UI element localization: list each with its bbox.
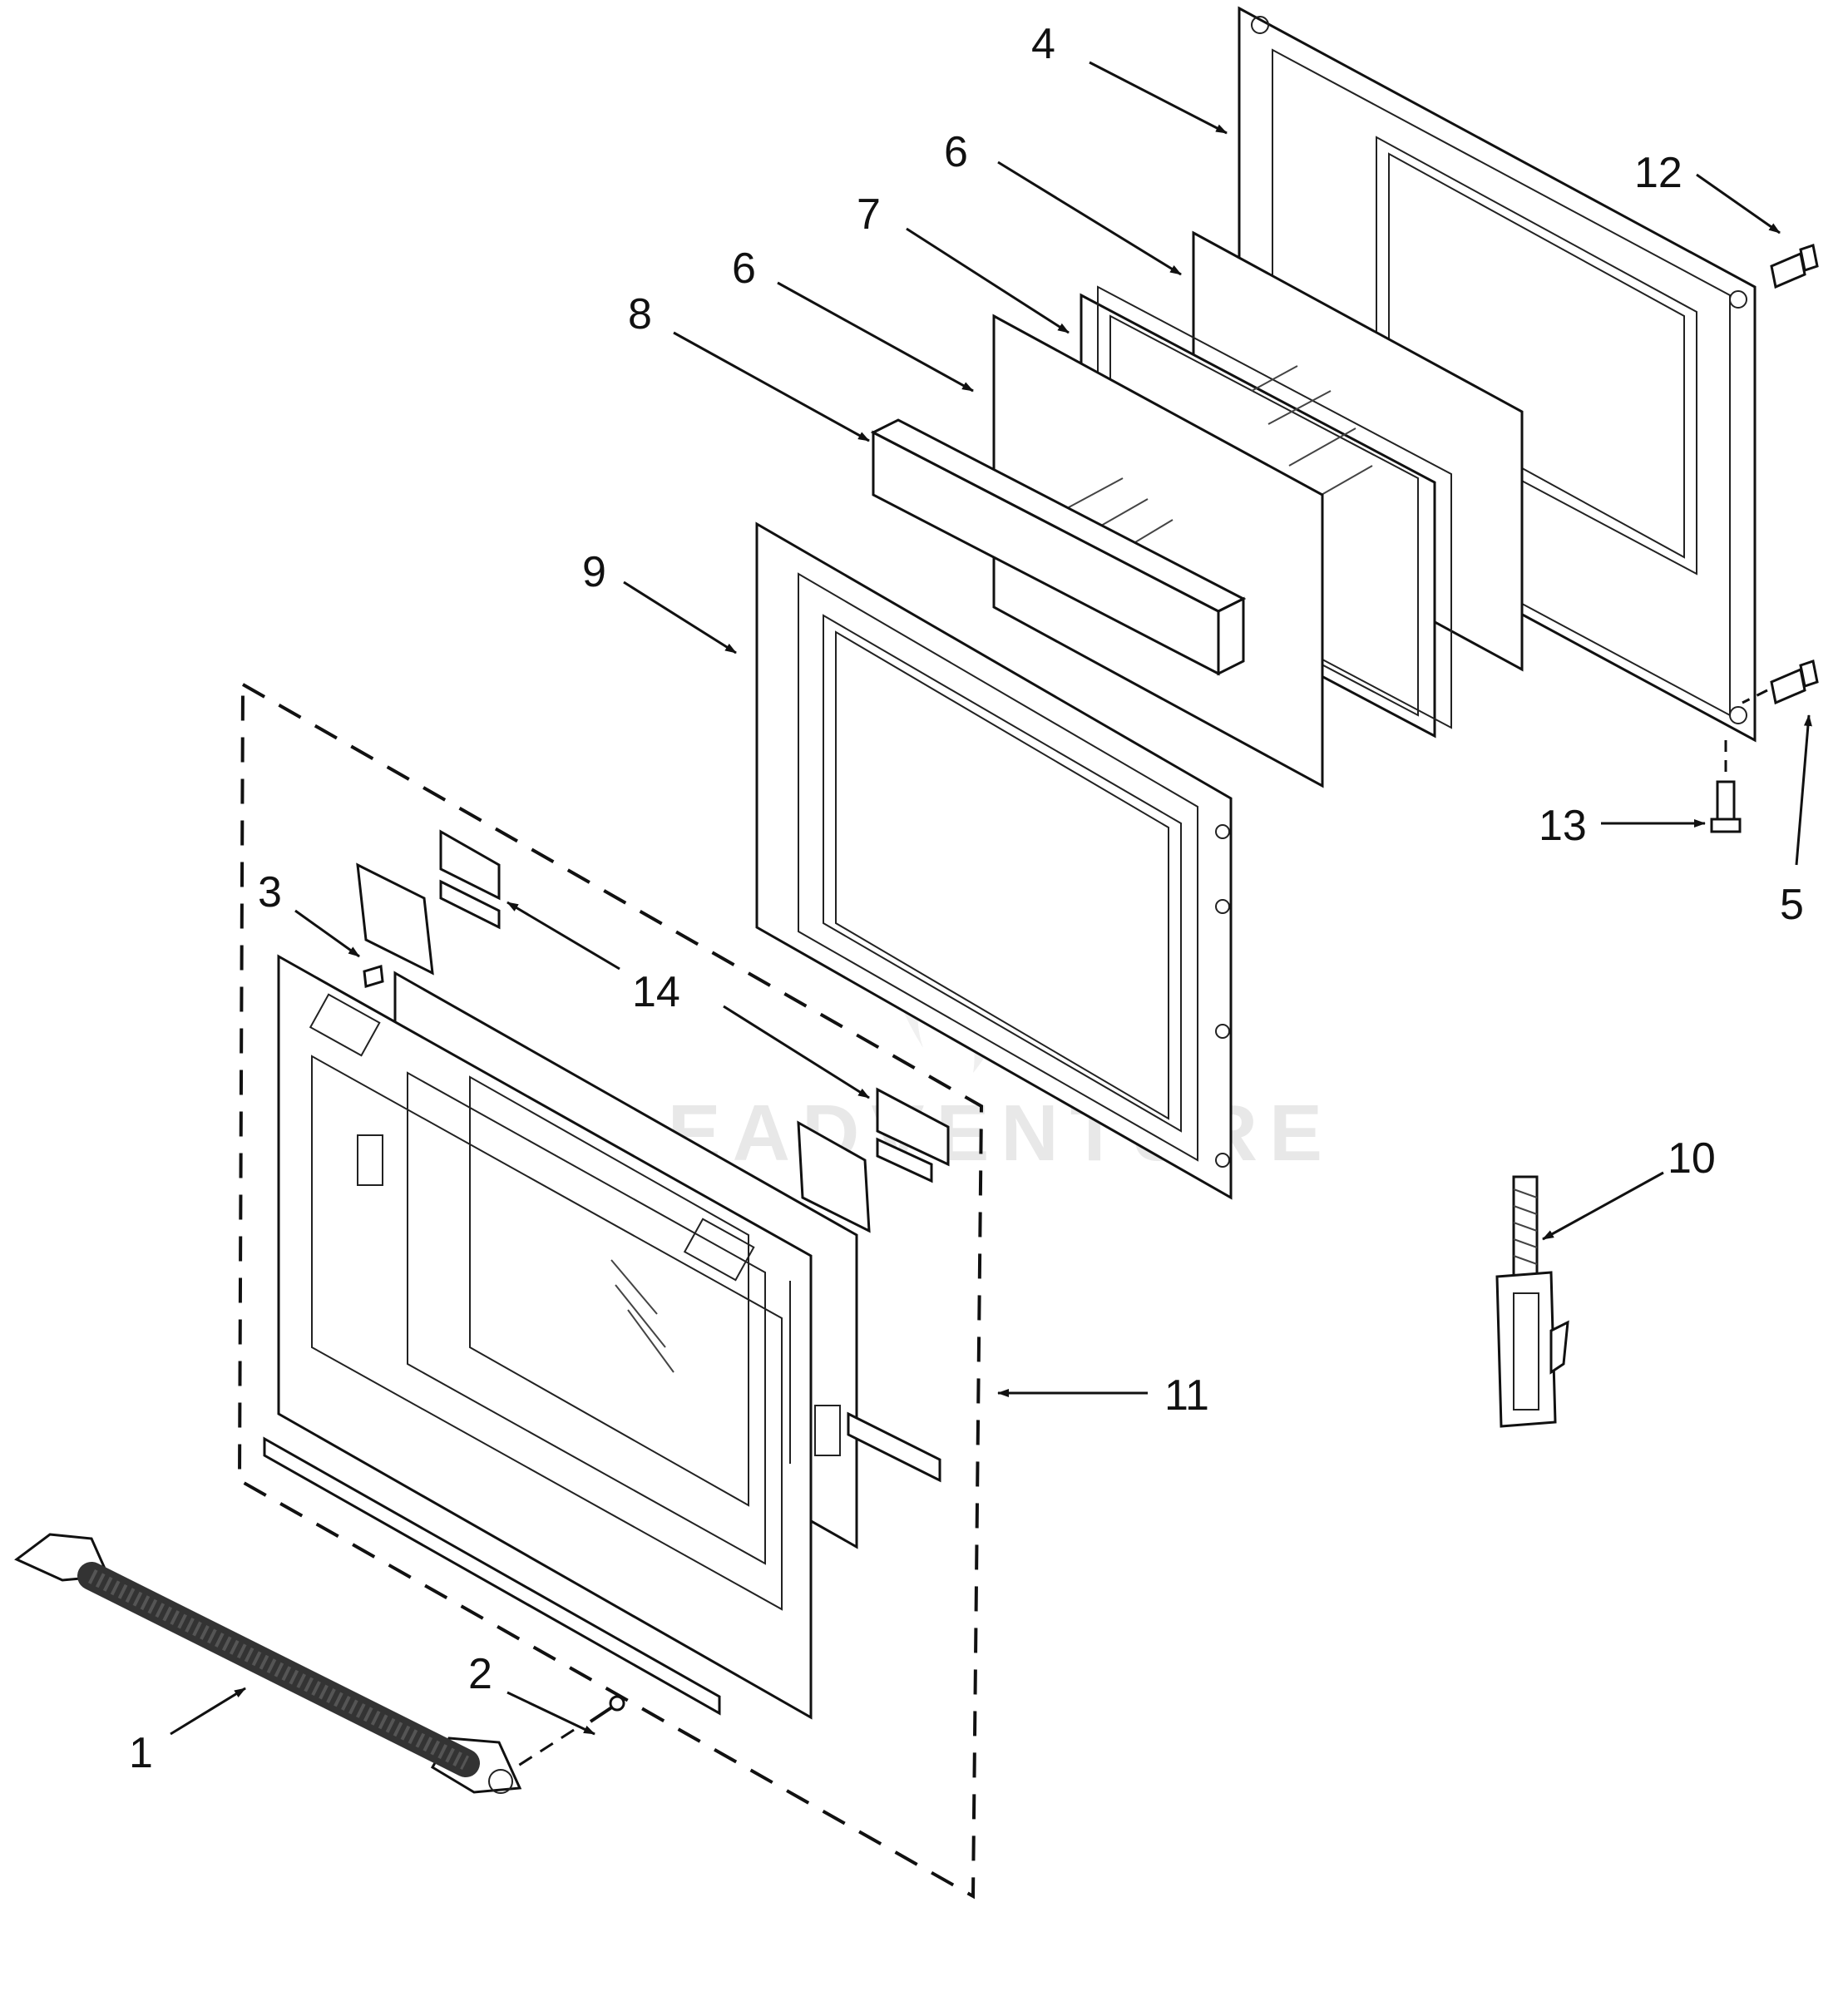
leader-arrows [170,61,1812,1736]
callout-9: 9 [582,548,606,596]
part-8-insulation [870,418,1247,676]
leader-12 [1696,173,1781,235]
callout-14: 14 [632,968,680,1016]
leader-3 [294,909,360,958]
leader-9 [623,581,737,655]
leader-1 [170,1687,246,1736]
leader-5 [1795,714,1812,866]
part-10-hinge [1495,1175,1569,1428]
part-14-hinge-receptacles [356,829,950,1233]
leader-14b [723,1005,870,1099]
part-2-screw [515,1695,625,1769]
callout-1: 1 [129,1729,153,1777]
part-11-door-assembly-boundary [237,683,984,1900]
leader-4 [1089,61,1228,135]
outer-door-glass [277,954,858,1720]
leader-6b [777,281,974,393]
callout-5: 5 [1780,881,1804,929]
part-1-handle [14,1533,522,1794]
leader-14a [506,901,620,971]
part-13-screw [1710,740,1742,833]
part-12-screw [1770,244,1819,289]
callout-12: 12 [1634,149,1682,197]
callout-11: 11 [1164,1371,1209,1420]
callout-2: 2 [468,1650,492,1698]
part-5-screw [1742,660,1819,705]
leader-8 [673,331,870,442]
leader-7 [906,227,1070,334]
callout-6b: 6 [732,245,756,293]
callout-labels: 4 6 7 6 8 9 12 13 5 3 14 10 11 2 1 [129,20,1804,1777]
callout-7: 7 [857,190,881,239]
leader-10 [1542,1171,1664,1241]
part-3-screw [363,965,384,988]
callout-4: 4 [1031,20,1055,68]
callout-13: 13 [1539,802,1587,850]
callout-8: 8 [628,290,652,338]
callout-10: 10 [1668,1134,1716,1183]
leader-2 [506,1691,595,1736]
callout-6a: 6 [944,128,968,176]
part-9-inner-door-frame [755,521,1233,1200]
vent-strip [263,1411,941,1716]
leader-6a [997,161,1182,276]
callout-3: 3 [258,868,282,916]
